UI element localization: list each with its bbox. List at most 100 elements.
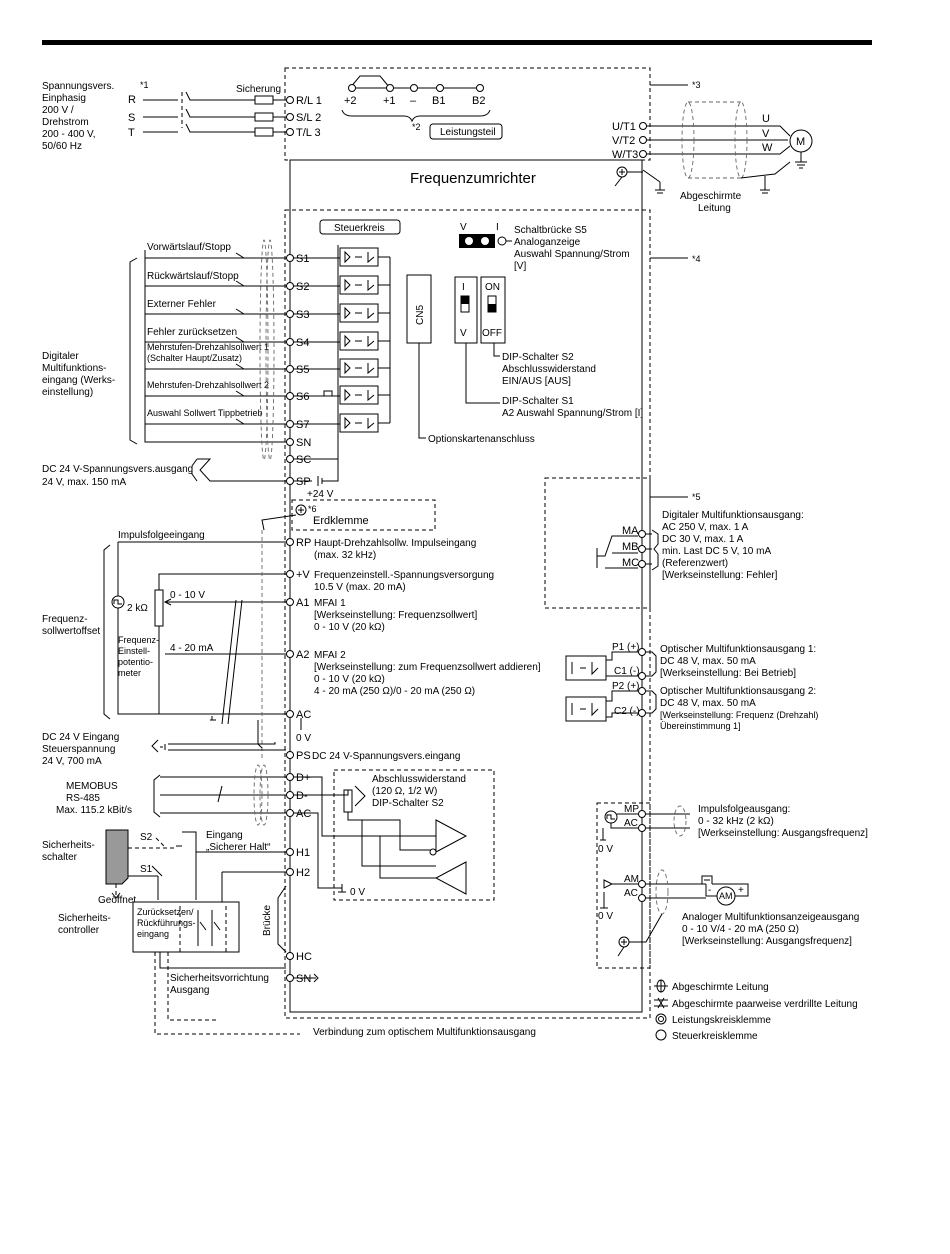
terminal-ma: [638, 530, 646, 538]
supply-line-5: 200 - 400 V,: [42, 129, 96, 140]
terminal-mc: [638, 560, 646, 568]
relay-text-2: AC 250 V, max. 1 A: [662, 522, 749, 533]
relay-note: *5: [692, 492, 701, 502]
dc24-out-2: 24 V, max. 150 mA: [42, 477, 126, 488]
supply-line-6: 50/60 Hz: [42, 141, 82, 152]
terminal-dc-plus2: [348, 84, 356, 92]
terminal-r: [286, 96, 294, 104]
pulse-in-label: Impulsfolgeeingang: [118, 530, 205, 541]
control-circuit-label: Steuerkreis: [334, 223, 385, 234]
term-s5-label: S5: [296, 364, 309, 376]
power-section-box: [429, 123, 503, 140]
input-label-s1: Vorwärtslauf/Stopp: [147, 242, 231, 253]
a2-text-3: 0 - 10 V (20 kΩ): [314, 674, 385, 685]
analog-out-text-1: Analoger Multifunktionsanzeigeausgang: [682, 912, 859, 923]
term-a2-label: A2: [296, 649, 309, 661]
term-p1-label: P1 (+): [612, 642, 640, 653]
term-sc-label: SC: [296, 454, 311, 466]
term-ac-memobus-label: AC: [296, 808, 311, 820]
s5-v-label: V: [460, 222, 467, 233]
power-section-frame: [284, 67, 651, 161]
pulse-out-zero-v: 0 V: [598, 844, 613, 855]
term-rp-label: RP: [296, 537, 311, 549]
terminal-ac-pulse: [638, 824, 646, 832]
term-c2-label: C2 (-): [614, 706, 640, 717]
pulse-out-text-2: 0 - 32 kHz (2 kΩ): [698, 816, 774, 827]
terminal-s3: [286, 310, 294, 318]
dc-plus2-label: +2: [344, 95, 357, 107]
terminal-sn: [286, 438, 294, 446]
reset-1: Zurücksetzen/: [137, 907, 194, 917]
supply-line-3: 200 V /: [42, 105, 74, 116]
safety-output-2: Ausgang: [170, 985, 209, 996]
resistor-1: Abschlusswiderstand: [372, 774, 466, 785]
input-t-label: T/L 3: [296, 127, 321, 139]
pulse-out-text-3: [Werkseinstellung: Ausgangsfrequenz]: [698, 828, 868, 839]
terminal-p2: [638, 687, 646, 695]
a1-text-2: [Werkseinstellung: Frequenzsollwert]: [314, 610, 477, 621]
term-a1-label: A1: [296, 597, 309, 609]
term-c1-label: C1 (-): [614, 666, 640, 677]
terminal-dminus: [286, 791, 294, 799]
ps-left-1: DC 24 V Eingang: [42, 732, 119, 743]
s1-text-1: DIP-Schalter S1: [502, 396, 574, 407]
term-mp-label: MP: [624, 804, 639, 815]
rp-text-1: Haupt-Drehzahlsollw. Impulseingang: [314, 538, 476, 549]
safety-controller-2: controller: [58, 925, 100, 936]
term-am-label: AM: [624, 874, 639, 885]
analog-out-text-3: [Werkseinstellung: Ausgangsfrequenz]: [682, 936, 852, 947]
ps-left-2: Steuerspannung: [42, 744, 115, 755]
safety-switch-1: Sicherheits-: [42, 840, 95, 851]
term-mc-label: MC: [622, 557, 639, 569]
term-sn-safety-label: SN: [296, 973, 311, 985]
s2-text-3: EIN/AUS [AUS]: [502, 376, 571, 387]
term-mb-label: MB: [622, 541, 639, 553]
s1-v-label: V: [460, 328, 467, 339]
phase-t-label: T: [128, 127, 135, 139]
analog-zero-v: 0 V: [296, 733, 311, 744]
control-note: *4: [692, 254, 701, 264]
a2-text-2: [Werkseinstellung: zum Frequenzsollwert …: [314, 662, 541, 673]
relay-text-5: (Referenzwert): [662, 558, 728, 569]
s5-i-label: I: [496, 222, 499, 233]
relay-text-6: [Werkseinstellung: Fehler]: [662, 570, 778, 581]
motor-w-label: W: [762, 142, 773, 154]
s5-text-3: Auswahl Spannung/Strom: [514, 249, 630, 260]
terminal-u: [639, 122, 647, 130]
terminal-a2: [286, 650, 294, 658]
terminal-dc-minus: [410, 84, 418, 92]
input-label-s2: Rückwärtslauf/Stopp: [147, 271, 239, 282]
legend: Abgeschirmte Leitung Abgeschirmte paarwe…: [654, 979, 858, 1042]
terminal-s1: [286, 254, 294, 262]
terminal-pv: [286, 570, 294, 578]
ps-input: DC 24 V Eingang Steuerspannung 24 V, 700…: [42, 720, 460, 767]
memobus-1: MEMOBUS: [66, 781, 118, 792]
terminal-sc: [286, 455, 294, 463]
term-s7-label: S7: [296, 419, 309, 431]
term-s6-label: S6: [296, 391, 309, 403]
earth-frame: [291, 499, 436, 531]
earth-note: *6: [308, 504, 317, 514]
terminal-p1: [638, 648, 646, 656]
term-ac-label: AC: [296, 709, 311, 721]
memobus-zero-v: 0 V: [350, 887, 365, 898]
analog-meter-label: AM: [719, 891, 733, 901]
plus24v-label: +24 V: [307, 489, 334, 500]
relay-frame: [544, 477, 651, 609]
analog-out-zero-v: 0 V: [598, 911, 613, 922]
term-ac-pulse-label: AC: [624, 818, 638, 829]
terminal-sp: [286, 477, 294, 485]
term-s3-label: S3: [296, 309, 309, 321]
term-dminus-label: D-: [296, 790, 308, 802]
rp-text-2: (max. 32 kHz): [314, 550, 376, 561]
terminal-mb: [638, 545, 646, 553]
earth-label: Erdklemme: [313, 515, 369, 527]
term-pv-label: +V: [296, 569, 310, 581]
pulse-out-text-1: Impulsfolgeausgang:: [698, 804, 790, 815]
terminal-s7: [286, 420, 294, 428]
optical-1-text-3: [Werkseinstellung: Bei Betrieb]: [660, 668, 796, 679]
control-inputs: Steuerkreis Digitaler Multifunktions- ei…: [42, 219, 535, 531]
s5-text-1: Schaltbrücke S5: [514, 225, 587, 236]
reset-3: eingang: [137, 929, 169, 939]
